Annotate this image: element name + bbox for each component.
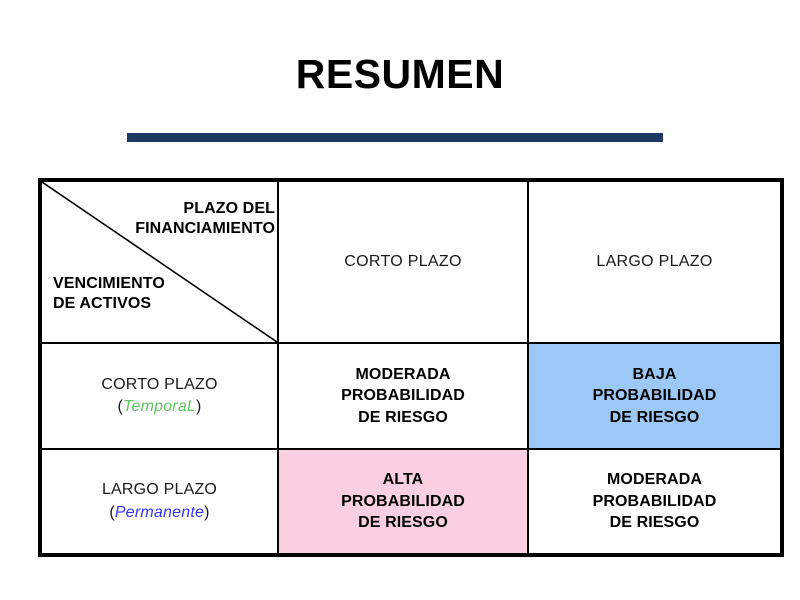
- risk-level-label: MODERADA: [355, 365, 451, 383]
- risk-cell-corto-corto: MODERADA PROBABILIDAD DE RIESGO: [277, 342, 529, 450]
- matrix-corner-cell: PLAZO DEL FINANCIAMIENTO VENCIMIENTO DE …: [39, 179, 279, 344]
- table-row: LARGO PLAZO (Permanente) ALTA PROBABILID…: [39, 448, 783, 556]
- row-header-main: CORTO PLAZO: [101, 375, 218, 393]
- row-header-close-paren: ): [204, 503, 210, 521]
- row-header-open-paren: (: [117, 398, 123, 415]
- row-axis-label-line2: DE ACTIVOS: [53, 294, 152, 312]
- row-header-largo-plazo: LARGO PLAZO (Permanente): [39, 448, 279, 556]
- risk-text-line2: PROBABILIDAD: [592, 387, 717, 405]
- row-header-corto-plazo: CORTO PLAZO (TemporaL): [39, 342, 279, 450]
- row-header-open-paren: (: [109, 503, 115, 521]
- risk-level-label: BAJA: [632, 365, 677, 383]
- risk-text-line2: PROBABILIDAD: [341, 492, 465, 510]
- risk-cell-corto-largo: BAJA PROBABILIDAD DE RIESGO: [527, 342, 783, 450]
- column-header-corto-plazo: CORTO PLAZO: [277, 179, 529, 344]
- risk-cell-largo-corto: ALTA PROBABILIDAD DE RIESGO: [277, 448, 529, 556]
- table-row: CORTO PLAZO (TemporaL) MODERADA PROBABIL…: [39, 342, 783, 450]
- risk-matrix-table: PLAZO DEL FINANCIAMIENTO VENCIMIENTO DE …: [38, 178, 784, 557]
- column-axis-label-line2: FINANCIAMIENTO: [135, 219, 275, 237]
- risk-cell-largo-largo: MODERADA PROBABILIDAD DE RIESGO: [527, 448, 783, 556]
- page-title: RESUMEN: [295, 51, 505, 97]
- row-axis-label-line1: VENCIMIENTO: [53, 275, 165, 292]
- risk-level-label: MODERADA: [606, 471, 703, 489]
- risk-text-line2: PROBABILIDAD: [341, 387, 465, 405]
- risk-text-line3: DE RIESGO: [358, 408, 448, 426]
- title-underline-rule: [127, 133, 663, 142]
- row-axis-label: VENCIMIENTO DE ACTIVOS: [53, 274, 165, 313]
- risk-text-line3: DE RIESGO: [358, 514, 448, 532]
- column-header-largo-plazo: LARGO PLAZO: [527, 179, 783, 344]
- column-axis-label: PLAZO DEL FINANCIAMIENTO: [135, 199, 275, 238]
- risk-text-line2: PROBABILIDAD: [592, 492, 717, 510]
- row-header-main: LARGO PLAZO: [101, 481, 218, 499]
- risk-text-line3: DE RIESGO: [609, 514, 700, 532]
- row-header-qualifier-permanente: Permanente: [114, 503, 205, 521]
- row-header-qualifier-temporal: TemporaL: [122, 398, 197, 415]
- risk-text-line3: DE RIESGO: [609, 408, 700, 426]
- risk-level-label: ALTA: [382, 471, 424, 489]
- table-header-row: PLAZO DEL FINANCIAMIENTO VENCIMIENTO DE …: [39, 179, 783, 344]
- row-header-close-paren: ): [196, 398, 202, 415]
- column-axis-label-line1: PLAZO DEL: [183, 200, 275, 217]
